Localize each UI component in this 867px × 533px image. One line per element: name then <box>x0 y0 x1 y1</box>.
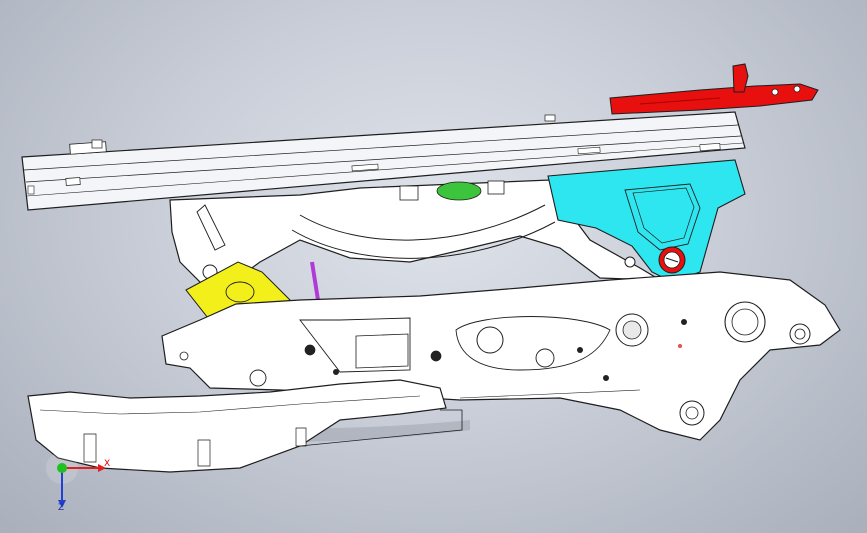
triad-axes <box>46 452 106 508</box>
red-pivot-ring[interactable] <box>658 246 686 274</box>
rail-clip-right <box>544 114 556 122</box>
red-release-handle[interactable] <box>609 63 819 115</box>
seat-rail[interactable] <box>21 111 746 211</box>
orientation-triad[interactable]: X Z <box>38 448 118 518</box>
green-gear[interactable] <box>436 181 482 201</box>
lower-lever-arm[interactable] <box>27 379 463 473</box>
triad-x-label: X <box>104 459 111 469</box>
lower-base-plate[interactable] <box>161 271 841 441</box>
triad-z-label: Z <box>58 503 65 513</box>
purple-cable <box>310 261 320 301</box>
rail-clip-left <box>91 139 103 149</box>
cyan-latch-bracket[interactable] <box>547 159 746 283</box>
